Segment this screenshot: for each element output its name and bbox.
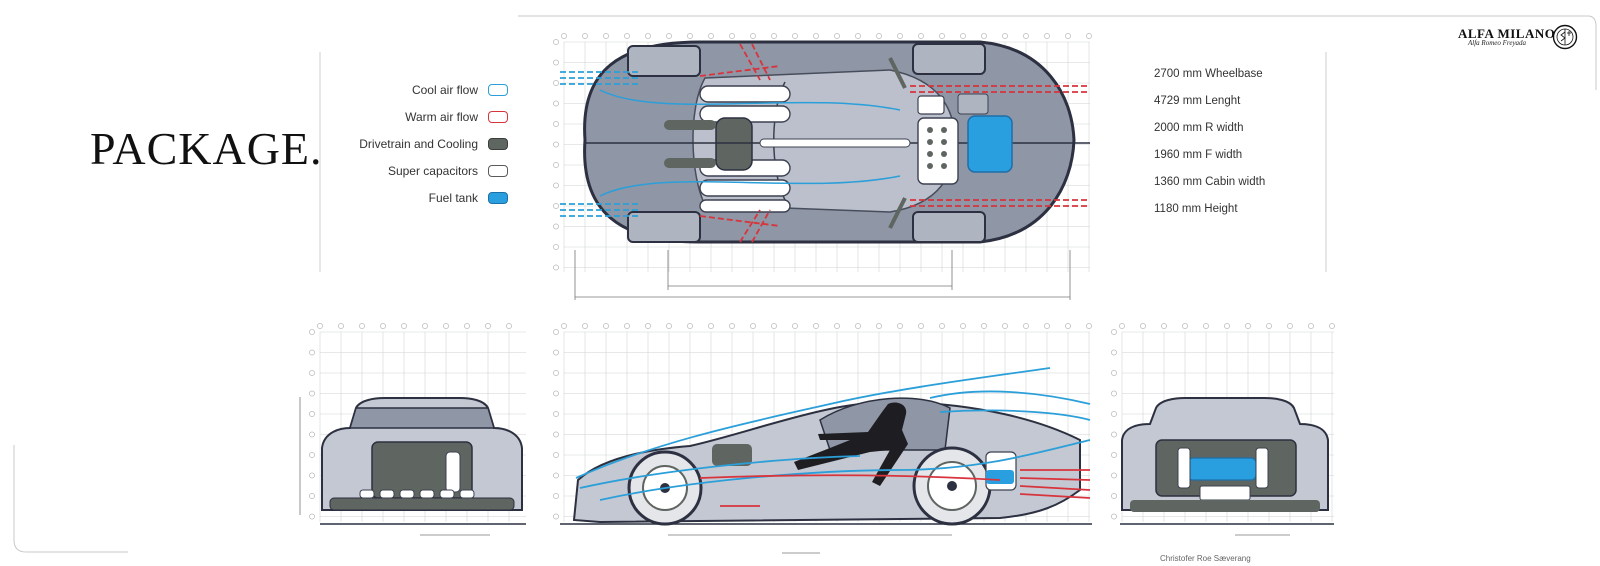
brand-subtitle: Alfa Romeo Freyada xyxy=(1468,39,1527,47)
legend-label: Super capacitors xyxy=(387,164,478,178)
legend-item: Fuel tank xyxy=(429,188,508,208)
legend-item: Super capacitors xyxy=(388,161,508,181)
cool-air-swatch xyxy=(488,84,508,96)
legend-label: Warm air flow xyxy=(405,110,478,124)
page-title: PACKAGE. xyxy=(90,123,323,174)
legend-label: Drivetrain and Cooling xyxy=(359,137,478,151)
front-view xyxy=(299,397,526,536)
alfa-romeo-seal-icon xyxy=(1552,24,1578,50)
author-credit: Christofer Roe Sæverang xyxy=(1160,554,1251,563)
legend-label: Cool air flow xyxy=(411,83,478,97)
fuel-tank-swatch xyxy=(488,192,508,204)
legend-label: Fuel tank xyxy=(428,191,478,205)
brand-name: ALFA MILANO xyxy=(1458,26,1556,41)
spec-item: 1180 mm Height xyxy=(1154,203,1238,215)
spec-item: 4729 mm Lenght xyxy=(1154,95,1241,107)
drivetrain-swatch xyxy=(488,138,508,150)
legend-item: Warm air flow xyxy=(405,107,508,127)
spec-item: 2000 mm R width xyxy=(1154,122,1244,134)
brand-logo: ALFA MILANO Alfa Romeo Freyada xyxy=(1458,24,1578,52)
spec-item: 1360 mm Cabin width xyxy=(1154,176,1266,188)
spec-item: 2700 mm Wheelbase xyxy=(1154,68,1263,80)
rear-view xyxy=(1120,397,1334,536)
legend-item: Cool air flow xyxy=(412,80,508,100)
side-view xyxy=(560,367,1092,536)
legend-item: Drivetrain and Cooling xyxy=(359,134,508,154)
warm-air-swatch xyxy=(488,111,508,123)
capacitor-swatch xyxy=(488,165,508,177)
spec-item: 1960 mm F width xyxy=(1154,149,1243,161)
top-view xyxy=(560,40,1090,300)
